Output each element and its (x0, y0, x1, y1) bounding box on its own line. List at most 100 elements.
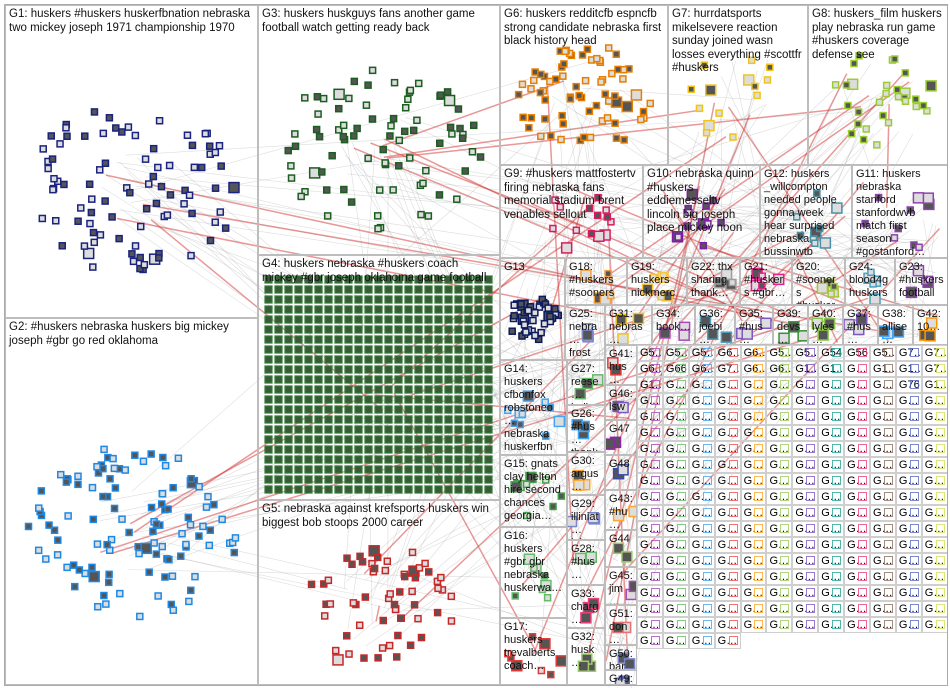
vertex[interactable] (585, 107, 594, 115)
vertex[interactable] (384, 305, 393, 314)
vertex[interactable] (444, 365, 453, 374)
vertex[interactable] (909, 604, 919, 613)
vertex[interactable] (284, 475, 293, 484)
vertex[interactable] (763, 76, 772, 84)
vertex[interactable] (558, 111, 566, 120)
vertex[interactable] (541, 96, 549, 104)
vertex[interactable] (862, 125, 870, 133)
vertex[interactable] (728, 604, 738, 613)
vertex[interactable] (867, 268, 875, 277)
vertex[interactable] (611, 92, 619, 100)
vertex[interactable] (304, 405, 313, 414)
vertex[interactable] (780, 620, 790, 629)
vertex[interactable] (464, 405, 473, 414)
vertex[interactable] (541, 476, 550, 484)
vertex[interactable] (334, 315, 343, 324)
vertex[interactable] (780, 524, 790, 533)
vertex[interactable] (139, 457, 148, 466)
vertex[interactable] (549, 502, 557, 511)
vertex[interactable] (118, 128, 126, 136)
vertex[interactable] (859, 135, 868, 144)
vertex[interactable] (617, 464, 629, 476)
vertex[interactable] (264, 475, 273, 484)
vertex[interactable] (334, 485, 343, 494)
vertex[interactable] (728, 476, 738, 485)
vertex[interactable] (728, 540, 738, 549)
vertex[interactable] (702, 476, 712, 485)
vertex[interactable] (659, 327, 671, 339)
vertex[interactable] (404, 355, 413, 364)
vertex[interactable] (107, 535, 116, 544)
vertex[interactable] (424, 465, 433, 474)
vertex[interactable] (394, 475, 403, 484)
vertex[interactable] (444, 395, 453, 404)
vertex[interactable] (384, 415, 393, 424)
vertex[interactable] (883, 556, 893, 565)
vertex[interactable] (433, 608, 442, 617)
vertex[interactable] (347, 198, 356, 206)
vertex[interactable] (894, 92, 903, 101)
vertex[interactable] (364, 295, 373, 304)
vertex[interactable] (619, 75, 627, 83)
vertex[interactable] (287, 162, 295, 170)
vertex[interactable] (728, 620, 738, 629)
vertex[interactable] (504, 649, 512, 658)
vertex[interactable] (384, 435, 393, 444)
vertex[interactable] (394, 305, 403, 314)
vertex[interactable] (394, 275, 403, 284)
vertex[interactable] (580, 612, 592, 624)
vertex[interactable] (50, 174, 58, 183)
vertex[interactable] (379, 145, 387, 154)
vertex[interactable] (852, 323, 865, 336)
vertex[interactable] (464, 315, 473, 324)
vertex[interactable] (404, 295, 413, 304)
vertex[interactable] (806, 396, 816, 405)
vertex[interactable] (514, 90, 523, 99)
vertex[interactable] (284, 395, 293, 404)
vertex[interactable] (551, 305, 559, 313)
vertex[interactable] (344, 475, 353, 484)
vertex[interactable] (484, 385, 493, 394)
vertex[interactable] (414, 295, 423, 304)
vertex[interactable] (559, 72, 567, 80)
vertex[interactable] (858, 348, 868, 357)
vertex[interactable] (728, 444, 738, 453)
vertex[interactable] (464, 395, 473, 404)
vertex[interactable] (909, 556, 919, 565)
vertex[interactable] (484, 415, 493, 424)
vertex[interactable] (676, 412, 686, 421)
vertex[interactable] (484, 295, 493, 304)
vertex[interactable] (883, 412, 893, 421)
vertex[interactable] (354, 275, 363, 284)
vertex[interactable] (909, 428, 919, 437)
vertex[interactable] (264, 295, 273, 304)
vertex[interactable] (284, 375, 293, 384)
vertex[interactable] (404, 325, 413, 334)
vertex[interactable] (702, 556, 712, 565)
vertex[interactable] (95, 166, 104, 174)
vertex[interactable] (551, 196, 559, 204)
vertex[interactable] (116, 589, 124, 598)
vertex[interactable] (334, 375, 343, 384)
vertex[interactable] (284, 425, 293, 434)
vertex[interactable] (374, 375, 383, 384)
vertex[interactable] (436, 139, 444, 148)
vertex[interactable] (676, 380, 686, 389)
vertex[interactable] (64, 512, 72, 520)
vertex[interactable] (464, 285, 473, 294)
vertex[interactable] (474, 425, 483, 434)
vertex[interactable] (374, 455, 383, 464)
vertex[interactable] (754, 364, 764, 373)
vertex[interactable] (195, 482, 203, 491)
vertex[interactable] (813, 189, 821, 198)
vertex[interactable] (854, 120, 862, 128)
vertex[interactable] (394, 345, 403, 354)
vertex[interactable] (197, 163, 206, 172)
vertex[interactable] (806, 380, 816, 389)
vertex[interactable] (264, 385, 273, 394)
vertex[interactable] (883, 396, 893, 405)
vertex[interactable] (314, 365, 323, 374)
vertex[interactable] (424, 305, 433, 314)
vertex[interactable] (81, 132, 89, 140)
vertex[interactable] (935, 396, 945, 405)
